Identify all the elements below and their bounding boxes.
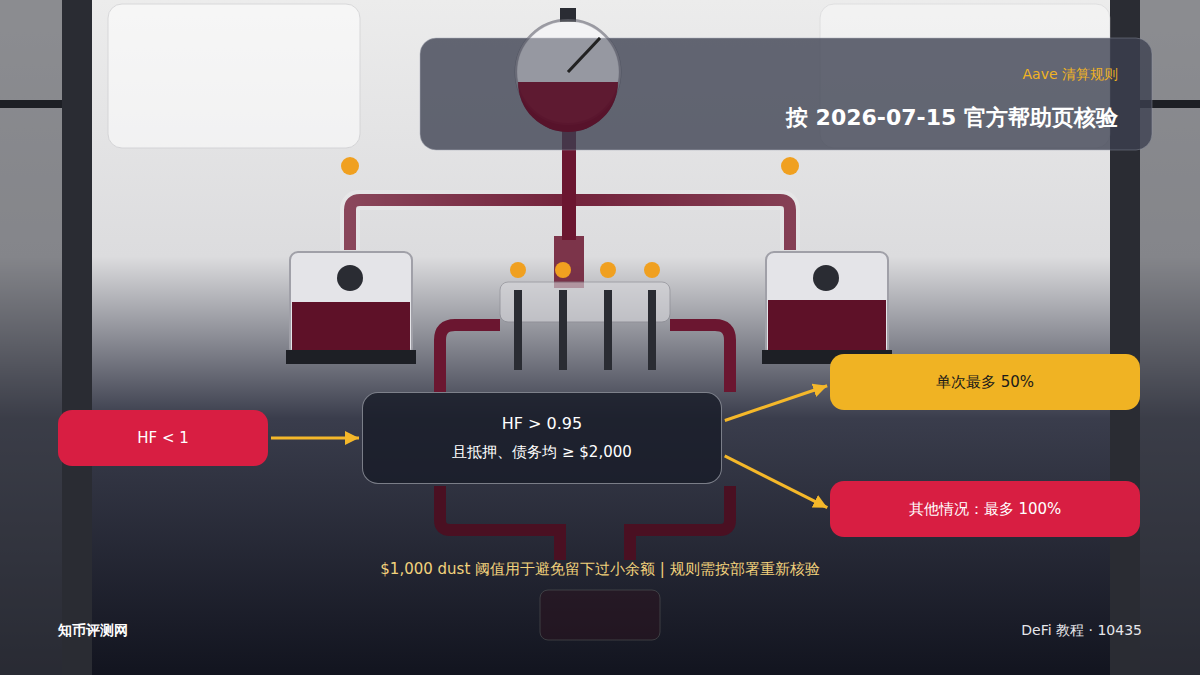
node-text: HF < 1: [137, 429, 189, 447]
condition-box: HF < 1: [58, 410, 268, 466]
caption: $1,000 dust 阈值用于避免留下过小余额 | 规则需按部署重新核验: [0, 560, 1200, 579]
diagram-title: 按 2026-07-15 官方帮助页核验: [786, 103, 1118, 133]
watermark: 知币评测网: [58, 622, 128, 640]
node-text: 其他情况：最多 100%: [909, 500, 1062, 519]
flow-arrow: [725, 386, 827, 421]
flow-arrow: [725, 456, 828, 508]
node-text: HF > 0.95: [502, 414, 582, 433]
flow-arrow: [271, 437, 359, 440]
rule-box: HF > 0.95 且抵押、债务均 ≥ $2,000: [362, 392, 722, 484]
node-text: 单次最多 50%: [936, 373, 1034, 392]
node-text: 且抵押、债务均 ≥ $2,000: [452, 443, 632, 462]
footer-label: DeFi 教程 · 10435: [1021, 622, 1142, 640]
outcome-box: 单次最多 50%: [830, 354, 1140, 410]
kicker-label: Aave 清算规则: [1022, 66, 1118, 84]
outcome-box: 其他情况：最多 100%: [830, 481, 1140, 537]
